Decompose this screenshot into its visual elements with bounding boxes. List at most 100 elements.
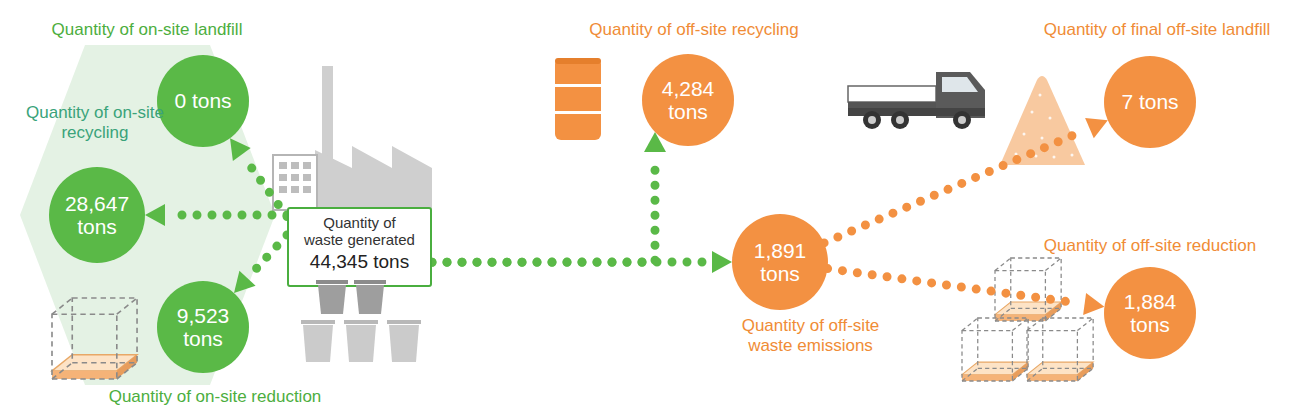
dotted-arrow xyxy=(432,132,666,262)
bin-body xyxy=(318,285,346,314)
barrel xyxy=(555,58,601,140)
truck-bed xyxy=(848,86,936,102)
bin-body xyxy=(389,325,419,362)
truck-window xyxy=(942,77,978,92)
box-value: 44,345 tons xyxy=(289,251,430,274)
amount-value: 1,891 tons xyxy=(745,239,815,285)
circle-fill xyxy=(49,167,145,263)
circle-content: 1,884 tons xyxy=(1104,267,1196,359)
dotted-line xyxy=(432,258,706,267)
circle-fill xyxy=(1104,267,1196,359)
quantity-heading: Quantity of final off-site landfill xyxy=(1007,20,1307,40)
amount-circle: 0 tonsQuantity of on-site landfill xyxy=(157,55,249,147)
amount-value: 4,284 tons xyxy=(653,77,723,123)
circle-fill xyxy=(157,281,249,373)
sand-pile xyxy=(1000,76,1085,165)
truck-wheel xyxy=(863,111,881,129)
window xyxy=(279,174,287,181)
circle-content: 28,647 tons xyxy=(49,167,145,263)
circle-content: 9,523 tons xyxy=(157,281,249,373)
dotted-line xyxy=(824,131,1084,243)
arrow-head xyxy=(230,138,251,161)
amount-circle: 7 tonsQuantity of final off-site landfil… xyxy=(1104,56,1196,148)
grain xyxy=(1015,153,1018,156)
waste-bin xyxy=(387,320,421,362)
amount-circle: 28,647 tonsQuantity of on-site recycling xyxy=(49,167,145,263)
grain xyxy=(1035,155,1038,158)
waste-bin xyxy=(301,320,335,362)
quantity-heading: Quantity of on-site reduction xyxy=(65,387,365,407)
grain xyxy=(1053,156,1056,159)
dotted-arrow xyxy=(828,269,1105,315)
waste-bin xyxy=(344,320,378,362)
arrow-head xyxy=(1083,293,1104,315)
circle-content: 1,891 tons xyxy=(732,214,828,310)
amount-circle: 4,284 tonsQuantity of off-site recycling xyxy=(642,54,734,146)
dotted-line xyxy=(245,159,287,216)
arrow-head xyxy=(712,251,732,273)
amount-value: 0 tons xyxy=(160,89,246,112)
arrow-head xyxy=(145,204,165,226)
bin-body xyxy=(356,285,384,314)
bin-body xyxy=(346,325,376,362)
window xyxy=(291,162,299,169)
reduction-cube xyxy=(962,318,1028,381)
dotted-line xyxy=(432,158,655,262)
quantity-heading: Quantity of off-site reduction xyxy=(1000,236,1300,256)
reduction-cube xyxy=(52,298,137,379)
sand-grains xyxy=(1015,94,1074,159)
wheel-hub xyxy=(896,116,904,124)
factory-roof xyxy=(315,146,432,210)
dotted-line xyxy=(252,235,288,274)
dotted-line xyxy=(171,211,287,220)
window xyxy=(303,174,311,181)
grain xyxy=(1071,154,1074,157)
truck-wheel xyxy=(891,111,909,129)
arrow-head xyxy=(234,271,256,293)
quantity-heading: Quantity of off-site waste emissions xyxy=(723,316,898,357)
total-box: Quantity of waste generated44,345 tons xyxy=(287,207,432,287)
bin-lid xyxy=(387,320,421,324)
truck-wheel xyxy=(953,111,971,129)
grain xyxy=(1049,117,1052,120)
quantity-heading: Quantity of off-site recycling xyxy=(544,20,844,40)
bin-lid xyxy=(344,320,378,324)
window xyxy=(303,162,311,169)
dotted-arrow xyxy=(824,118,1108,243)
grain xyxy=(1031,111,1034,114)
circle-fill xyxy=(157,55,249,147)
amount-value: 1,884 tons xyxy=(1115,290,1185,336)
window xyxy=(303,186,311,193)
window xyxy=(279,186,287,193)
grain xyxy=(1059,139,1062,142)
dotted-arrow xyxy=(145,204,287,226)
barrel-band xyxy=(555,111,601,114)
amount-value: 7 tons xyxy=(1107,90,1193,113)
circle-content: 0 tons xyxy=(157,55,249,147)
truck-chassis xyxy=(848,108,985,116)
factory-chimney xyxy=(322,66,333,161)
truck-cab xyxy=(936,72,985,118)
wheel-hub xyxy=(868,116,876,124)
circle-fill xyxy=(732,214,828,310)
grain xyxy=(1041,137,1044,140)
truck-bed-floor xyxy=(848,102,938,108)
amount-value: 28,647 tons xyxy=(62,192,132,238)
on-site-hexagon xyxy=(20,45,275,385)
circle-fill xyxy=(1104,56,1196,148)
arrow-head xyxy=(1085,118,1108,138)
circle-content: 4,284 tons xyxy=(642,54,734,146)
amount-circle: 1,884 tonsQuantity of off-site reduction xyxy=(1104,267,1196,359)
amount-circle: 9,523 tonsQuantity of on-site reduction xyxy=(157,281,249,373)
circle-fill xyxy=(642,54,734,146)
amount-value: 9,523 tons xyxy=(168,304,238,350)
quantity-heading: Quantity of on-site landfill xyxy=(0,20,297,40)
dotted-arrow xyxy=(234,235,287,293)
factory-building xyxy=(273,155,317,210)
box-heading: Quantity of waste generated xyxy=(304,214,416,249)
wheel-hub xyxy=(958,116,966,124)
factory-windows xyxy=(279,162,311,193)
bin-lid xyxy=(301,320,335,324)
quantity-heading: Quantity of on-site recycling xyxy=(20,103,170,144)
